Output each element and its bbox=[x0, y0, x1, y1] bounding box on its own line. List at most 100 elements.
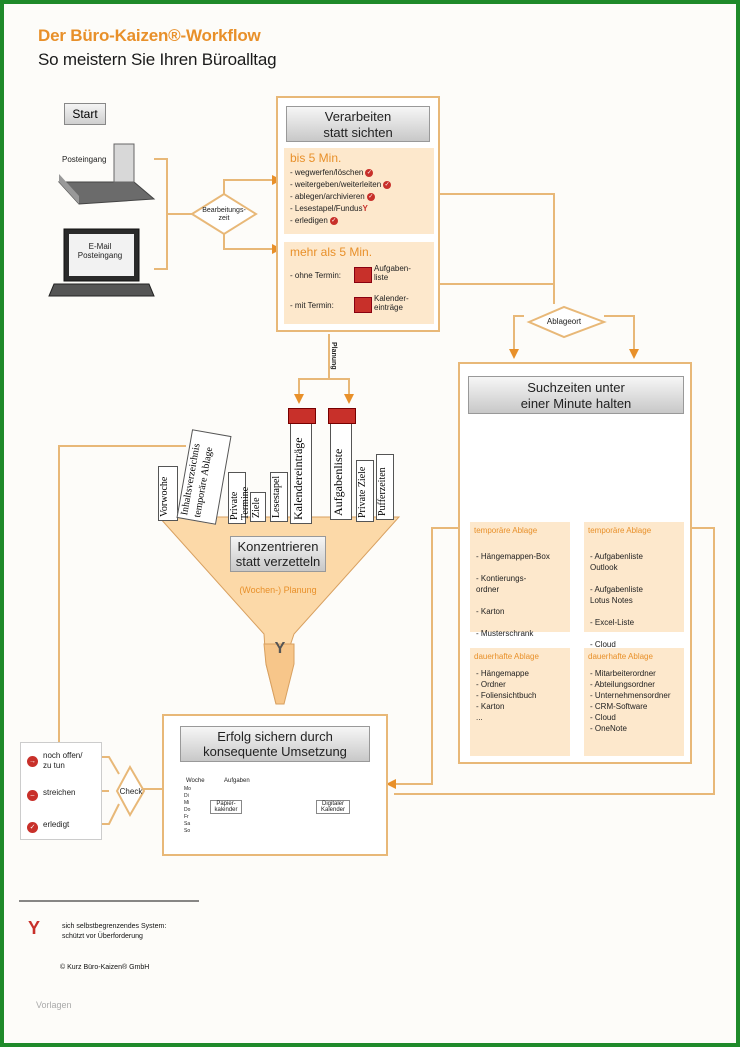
open-item: → bbox=[25, 753, 38, 771]
calendar-entries-icon bbox=[288, 408, 316, 424]
list-item: - CRM-Software bbox=[590, 702, 648, 711]
limit-icon: Y bbox=[274, 640, 286, 657]
funnel-strip: Pufferzeiten bbox=[376, 454, 394, 520]
list-item: - Karton bbox=[476, 702, 505, 711]
limit-icon: Y bbox=[362, 204, 368, 213]
check-results: → noch offen/ zu tun – streichen ✓ erled… bbox=[20, 742, 102, 840]
list-item: Mi bbox=[184, 800, 190, 806]
strike-icon: – bbox=[27, 790, 38, 802]
list-item: - ablegen/archivieren✓ bbox=[290, 192, 375, 201]
list-item: - erledigen✓ bbox=[290, 216, 338, 225]
list-item: - Hängemappen-Box bbox=[476, 552, 550, 561]
list-item: Di bbox=[184, 793, 189, 799]
storage-box: Suchzeiten unter einer Minute halten Pap… bbox=[458, 362, 692, 764]
funnel-strip: Private Termine bbox=[228, 472, 251, 524]
list-item: - wegwerfen/löschen✓ bbox=[290, 168, 374, 177]
planning-label: Planung bbox=[330, 342, 337, 370]
list-item: So bbox=[184, 828, 191, 834]
temp-paper-panel: temporäre Ablage - Hängemappen-Box - Kon… bbox=[470, 522, 570, 660]
paper-calendar-tasks: Aufgaben bbox=[224, 778, 250, 784]
long-tasks-panel: mehr als 5 Min. - ohne Termin: Aufgaben-… bbox=[284, 242, 434, 324]
without-date-target: Aufgaben- liste bbox=[374, 264, 411, 282]
list-item: Sa bbox=[184, 821, 191, 827]
short-tasks-panel: bis 5 Min. - wegwerfen/löschen✓ - weiter… bbox=[284, 148, 434, 234]
list-item: Mo bbox=[184, 786, 191, 792]
decision-location-label: Ablageort bbox=[546, 317, 582, 326]
strike-item: – bbox=[25, 787, 38, 805]
digital-storage-label: Digitaler Speicher bbox=[620, 456, 644, 468]
funnel-subtitle: (Wochen-) Planung bbox=[239, 585, 317, 595]
funnel-strip: Kalendereinträge bbox=[290, 420, 312, 524]
success-box: Erfolg sichern durch konsequente Umsetzu… bbox=[162, 714, 388, 856]
done-label: erledigt bbox=[43, 820, 70, 829]
list-item: - Hängemappe bbox=[476, 669, 529, 678]
list-item: Do bbox=[184, 807, 191, 813]
done-item: ✓ bbox=[25, 819, 38, 837]
legend-text: sich selbstbegrenzendes System: schützt … bbox=[62, 923, 167, 940]
funnel-strip: Aufgabenliste bbox=[330, 420, 352, 520]
list-item: - Foliensichtbuch bbox=[476, 691, 537, 700]
page-title: Der Büro-Kaizen®-Workflow bbox=[38, 26, 261, 45]
list-item: - Aufgabenliste Lotus Notes bbox=[590, 585, 643, 605]
process-title: Verarbeiten statt sichten bbox=[286, 106, 430, 142]
funnel-strip: Private Ziele bbox=[356, 460, 374, 522]
list-item: - OneNote bbox=[590, 724, 627, 733]
copyright: © Kurz Büro-Kaizen® GmbH bbox=[60, 964, 150, 971]
start-box: Start bbox=[64, 103, 106, 125]
page: Der Büro-Kaizen®-Workflow So meistern Si… bbox=[4, 4, 736, 1043]
list-item: - Mitarbeiterordner bbox=[590, 669, 656, 678]
list-item: - Abteilungsordner bbox=[590, 680, 655, 689]
temp-digital-panel: temporäre Ablage - Aufgabenliste Outlook… bbox=[584, 522, 684, 671]
decision-time-label: Bearbeitungs- zeit bbox=[202, 207, 246, 222]
perm-digital-list: - Mitarbeiterordner - Abteilungsordner -… bbox=[590, 668, 670, 734]
perm-paper-heading: dauerhafte Ablage bbox=[474, 652, 539, 661]
tray-label: Posteingang bbox=[62, 155, 107, 164]
paper-calendar-days: Mo Di Mi Do Fr Sa So bbox=[184, 786, 191, 835]
list-item: - Kontierungs- ordner bbox=[476, 574, 527, 594]
calendar-entries-icon bbox=[354, 297, 372, 313]
digital-calendar-label: Digitaler Kalender bbox=[316, 800, 350, 814]
with-date-label: - mit Termin: bbox=[290, 301, 334, 310]
short-tasks-heading: bis 5 Min. bbox=[290, 151, 342, 165]
short-tasks-list: - wegwerfen/löschen✓ - weitergeben/weite… bbox=[290, 167, 392, 227]
long-tasks-heading: mehr als 5 Min. bbox=[290, 245, 373, 259]
watermark: Vorlagen bbox=[36, 1000, 72, 1010]
list-item: - Ordner bbox=[476, 680, 506, 689]
funnel-strip: Ziele bbox=[250, 492, 266, 522]
open-icon: → bbox=[27, 756, 38, 768]
list-item: - Musterschrank bbox=[476, 629, 534, 638]
list-item: - Cloud bbox=[590, 713, 616, 722]
list-item: - Lesestapel/FundusY bbox=[290, 204, 368, 213]
list-item: - Karton bbox=[476, 607, 505, 616]
done-icon: ✓ bbox=[27, 822, 38, 834]
check-label: Check bbox=[119, 787, 143, 796]
paper-storage-label: Papier- ablage bbox=[503, 449, 523, 461]
paper-calendar-label: Papier- kalender bbox=[210, 800, 242, 814]
email-label: E-Mail Posteingang bbox=[77, 242, 123, 260]
without-date-label: - ohne Termin: bbox=[290, 271, 341, 280]
list-item: Fr bbox=[184, 814, 189, 820]
strike-label: streichen bbox=[43, 788, 76, 797]
success-title: Erfolg sichern durch konsequente Umsetzu… bbox=[180, 726, 370, 762]
with-date-target: Kalender- einträge bbox=[374, 294, 409, 312]
paper-calendar-week: Woche bbox=[186, 778, 205, 784]
list-item: - Cloud bbox=[590, 640, 616, 649]
perm-paper-list: - Hängemappe - Ordner - Foliensichtbuch … bbox=[476, 668, 536, 723]
perm-digital-heading: dauerhafte Ablage bbox=[588, 652, 653, 661]
task-list-icon bbox=[354, 267, 372, 283]
list-item: ... bbox=[476, 713, 483, 722]
funnel-strip: Vorwoche bbox=[158, 466, 178, 521]
list-item: - Excel-Liste bbox=[590, 618, 635, 627]
funnel-title: Konzentrieren statt verzetteln bbox=[230, 536, 326, 572]
temp-digital-heading: temporäre Ablage bbox=[588, 526, 652, 535]
list-item: - Unternehmensordner bbox=[590, 691, 671, 700]
perm-digital-panel: dauerhafte Ablage - Mitarbeiterordner - … bbox=[584, 648, 684, 756]
temp-paper-heading: temporäre Ablage bbox=[474, 526, 538, 535]
perm-paper-panel: dauerhafte Ablage - Hängemappe - Ordner … bbox=[470, 648, 570, 756]
open-label: noch offen/ zu tun bbox=[43, 751, 83, 770]
storage-title: Suchzeiten unter einer Minute halten bbox=[468, 376, 684, 414]
process-box: Verarbeiten statt sichten bis 5 Min. - w… bbox=[276, 96, 440, 332]
list-item: - Aufgabenliste Outlook bbox=[590, 552, 643, 572]
limit-icon: Y bbox=[28, 918, 41, 938]
funnel-strip: Lesestapel bbox=[270, 472, 288, 522]
